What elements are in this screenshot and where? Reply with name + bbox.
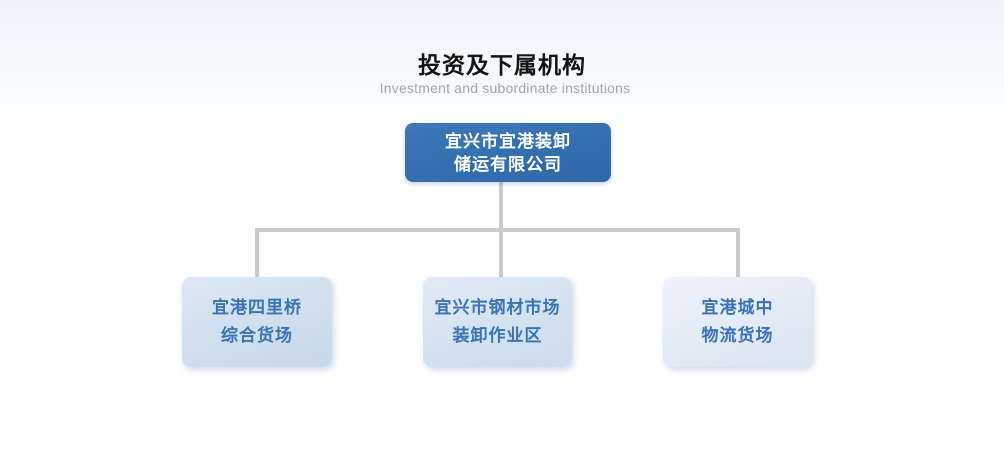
connector-right-drop: [736, 228, 740, 277]
connector-horizontal-rail: [255, 228, 740, 232]
org-node-child-1-label-line-2: 综合货场: [221, 326, 293, 345]
org-node-root-label-line-2: 储运有限公司: [454, 154, 562, 174]
page-title: 投资及下属机构: [418, 52, 586, 78]
org-node-child-3-label-line-2: 物流货场: [701, 326, 774, 345]
org-node-child-silieqiao: 宜港四里桥 综合货场: [182, 277, 332, 367]
org-node-child-1-label-line-1: 宜港四里桥: [212, 298, 302, 317]
connector-left-drop: [255, 228, 259, 277]
org-node-child-gangcai-shichang: 宜兴市钢材市场 装卸作业区: [423, 277, 572, 367]
org-node-root: 宜兴市宜港装卸 储运有限公司: [405, 123, 611, 182]
org-node-child-2-label-line-1: 宜兴市钢材市场: [434, 298, 561, 317]
org-node-child-chengzhong-wuliu: 宜港城中 物流货场: [663, 277, 812, 367]
org-node-child-2-label-line-2: 装卸作业区: [452, 326, 543, 345]
org-node-child-3-label-line-1: 宜港城中: [701, 298, 774, 317]
org-node-root-label-line-1: 宜兴市宜港装卸: [445, 131, 571, 151]
page-subtitle: Investment and subordinate institutions: [379, 80, 631, 96]
